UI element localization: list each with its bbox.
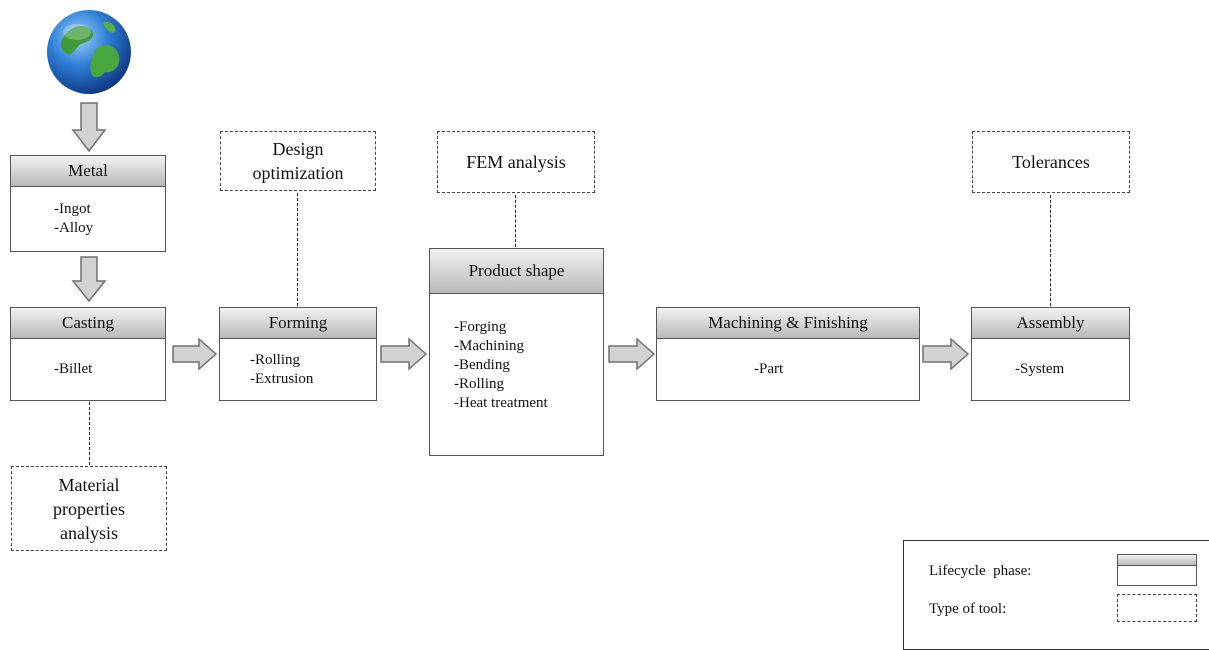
- phase-item: -Rolling: [454, 376, 505, 392]
- phase-item: -Heat treatment: [454, 395, 548, 411]
- block-arrow-icon: [71, 102, 107, 153]
- legend: Lifecycle phase: Type of tool:: [903, 540, 1209, 650]
- tool-label: Design: [272, 139, 324, 159]
- phase-item: -Billet: [54, 361, 93, 377]
- phase-title: Assembly: [972, 308, 1129, 339]
- block-arrow-icon: [71, 256, 107, 303]
- phase-machining-finishing: Machining & Finishing -Part: [656, 307, 920, 401]
- phase-title: Forming: [220, 308, 376, 339]
- tool-tolerances: Tolerances: [972, 131, 1130, 193]
- phase-item: -Part: [754, 361, 784, 377]
- block-arrow-icon: [608, 337, 656, 371]
- phase-item: -Extrusion: [250, 370, 314, 387]
- phase-item: -Ingot: [54, 201, 91, 217]
- phase-assembly: Assembly -System: [971, 307, 1130, 401]
- phase-title: Machining & Finishing: [657, 308, 919, 339]
- phase-item: -Forging: [454, 319, 507, 335]
- phase-metal: Metal -Ingot -Alloy: [10, 155, 166, 252]
- tool-label: optimization: [252, 163, 344, 183]
- legend-tool-label: Type of tool:: [929, 601, 1007, 617]
- phase-item: -Alloy: [54, 220, 94, 236]
- phase-casting: Casting -Billet: [10, 307, 166, 401]
- tool-label: Material: [58, 474, 120, 495]
- legend-phase-swatch: [1117, 554, 1197, 586]
- phase-title: Casting: [11, 308, 165, 339]
- tool-label: properties: [53, 498, 125, 519]
- block-arrow-icon: [380, 337, 428, 371]
- phase-product-shape: Product shape -Forging -Machining -Bendi…: [429, 248, 604, 456]
- tool-material-properties-analysis: Material properties analysis: [11, 466, 167, 551]
- tool-label: FEM analysis: [466, 152, 566, 172]
- phase-title: Metal: [11, 156, 165, 187]
- phase-item: -Bending: [454, 357, 510, 373]
- tool-fem-analysis: FEM analysis: [437, 131, 595, 193]
- tool-design-optimization: Design optimization: [220, 131, 376, 191]
- connector-design-forming: [297, 193, 298, 306]
- connector-casting-material: [89, 402, 90, 465]
- phase-forming: Forming -Rolling -Extrusion: [219, 307, 377, 401]
- tool-label: analysis: [59, 522, 118, 543]
- connector-fem-product: [515, 195, 516, 247]
- globe-icon: [47, 10, 131, 94]
- phase-item: -Rolling: [250, 351, 301, 368]
- phase-item: -System: [1015, 361, 1065, 377]
- legend-phase-label: Lifecycle phase:: [929, 563, 1032, 579]
- phase-item: -Machining: [454, 338, 524, 354]
- block-arrow-icon: [172, 337, 218, 371]
- block-arrow-icon: [922, 337, 970, 371]
- legend-tool-swatch: [1117, 594, 1197, 622]
- connector-tolerances-assembly: [1050, 195, 1051, 306]
- tool-label: Tolerances: [1012, 152, 1090, 172]
- phase-title: Product shape: [430, 249, 603, 294]
